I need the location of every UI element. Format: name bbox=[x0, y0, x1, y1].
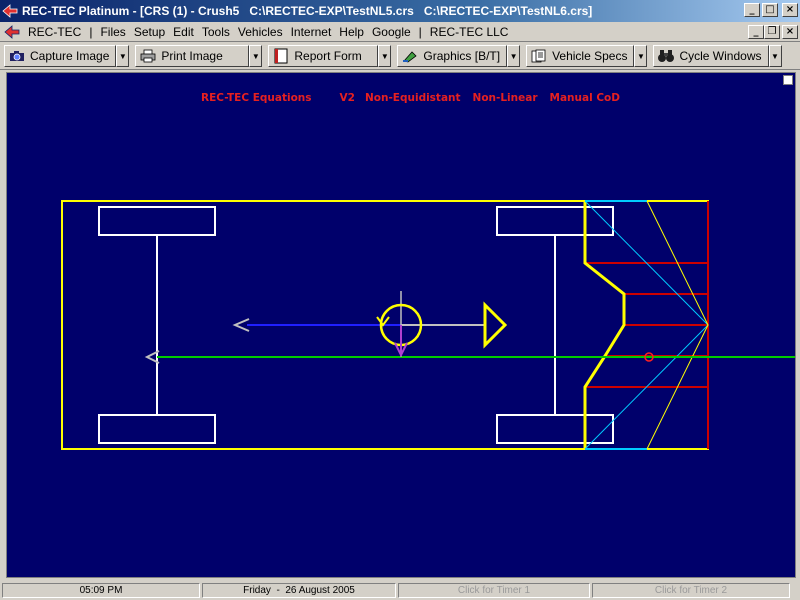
graphics-dropdown[interactable]: ▼ bbox=[507, 45, 521, 67]
crush-diag-yellow-1 bbox=[646, 200, 709, 326]
cod-label: Manual CoD bbox=[549, 92, 620, 104]
menu-google[interactable]: Google bbox=[371, 24, 411, 39]
equations-header: REC-TEC Equations V2 Non-Equidistant Non… bbox=[201, 92, 648, 104]
menu-tools[interactable]: Tools bbox=[201, 24, 230, 39]
rectec-menu-icon[interactable] bbox=[4, 24, 20, 40]
print-image-button[interactable]: Print Image bbox=[135, 45, 250, 67]
cycle-windows-button[interactable]: Cycle Windows bbox=[653, 45, 769, 67]
menu-bar: REC-TEC | Files Setup Edit Tools Vehicle… bbox=[0, 22, 800, 42]
specs-icon bbox=[530, 48, 548, 64]
capture-image-label: Capture Image bbox=[30, 49, 110, 63]
maximize-button[interactable]: □ bbox=[762, 3, 778, 17]
report-icon bbox=[272, 48, 290, 64]
menu-separator: | bbox=[89, 24, 93, 39]
impact-point bbox=[644, 352, 654, 362]
capture-image-dropdown[interactable]: ▼ bbox=[116, 45, 130, 67]
vehicle-diagram bbox=[61, 200, 795, 450]
crush-diagram-canvas[interactable]: REC-TEC Equations V2 Non-Equidistant Non… bbox=[6, 72, 796, 578]
timer-1-button[interactable]: Click for Timer 1 bbox=[398, 583, 590, 598]
menu-internet[interactable]: Internet bbox=[290, 24, 332, 39]
velocity-arrow-head bbox=[232, 318, 250, 332]
capture-image-button[interactable]: Capture Image bbox=[4, 45, 117, 67]
printer-icon bbox=[139, 48, 157, 64]
menu-rectec[interactable]: REC-TEC bbox=[28, 24, 82, 39]
child-close-button[interactable]: × bbox=[782, 25, 798, 39]
window-title: REC-TEC Platinum - [CRS (1) - Crush5 C:\… bbox=[22, 4, 593, 18]
report-form-button[interactable]: Report Form bbox=[268, 45, 379, 67]
crush-profile bbox=[583, 201, 626, 449]
cycle-windows-label: Cycle Windows bbox=[679, 49, 762, 63]
binoculars-icon bbox=[657, 48, 675, 64]
menu-setup[interactable]: Setup bbox=[133, 24, 166, 39]
graphics-button[interactable]: Graphics [B/T] bbox=[397, 45, 508, 67]
vehicle-specs-dropdown[interactable]: ▼ bbox=[634, 45, 648, 67]
cg-lateral-arrow bbox=[394, 342, 408, 358]
menu-edit[interactable]: Edit bbox=[173, 24, 194, 39]
canvas-corner-box[interactable] bbox=[783, 75, 793, 85]
graphics-icon bbox=[401, 48, 419, 64]
crush-diag-yellow-2 bbox=[646, 324, 709, 450]
rear-left-wheel bbox=[98, 206, 216, 236]
menu-separator: | bbox=[418, 24, 422, 39]
center-arrow-head bbox=[144, 350, 160, 364]
status-date: Friday - 26 August 2005 bbox=[202, 583, 396, 598]
graphics-label: Graphics [B/T] bbox=[423, 49, 501, 63]
cycle-windows-dropdown[interactable]: ▼ bbox=[768, 45, 782, 67]
force-arrow-head bbox=[483, 301, 508, 349]
menu-files[interactable]: Files bbox=[100, 24, 126, 39]
menu-help[interactable]: Help bbox=[339, 24, 364, 39]
linearity-label: Non-Linear bbox=[472, 92, 538, 104]
status-bar: 05:09 PM Friday - 26 August 2005 Click f… bbox=[0, 581, 800, 600]
rectec-logo-icon bbox=[2, 3, 18, 19]
camera-icon bbox=[8, 48, 26, 64]
title-bar: REC-TEC Platinum - [CRS (1) - Crush5 C:\… bbox=[0, 0, 800, 22]
child-restore-button[interactable]: ❐ bbox=[764, 25, 780, 39]
rear-right-wheel bbox=[98, 414, 216, 444]
vehicle-specs-button[interactable]: Vehicle Specs bbox=[526, 45, 635, 67]
minimize-button[interactable]: _ bbox=[744, 3, 760, 17]
menu-rectec-llc[interactable]: REC-TEC LLC bbox=[429, 24, 509, 39]
menu-vehicles[interactable]: Vehicles bbox=[237, 24, 283, 39]
child-minimize-button[interactable]: _ bbox=[748, 25, 764, 39]
report-form-label: Report Form bbox=[294, 49, 362, 63]
cg-rotation-arrow bbox=[376, 316, 390, 327]
equations-label: REC-TEC Equations bbox=[201, 92, 312, 104]
timer-2-button[interactable]: Click for Timer 2 bbox=[592, 583, 790, 598]
toolbar: Capture Image ▼ Print Image ▼ Report For… bbox=[0, 43, 800, 70]
close-button[interactable]: × bbox=[782, 3, 798, 17]
spacing-label: Non-Equidistant bbox=[364, 92, 461, 104]
vehicle-specs-label: Vehicle Specs bbox=[552, 49, 628, 63]
version-label: V2 bbox=[339, 92, 355, 104]
status-time: 05:09 PM bbox=[2, 583, 200, 598]
print-image-label: Print Image bbox=[161, 49, 223, 63]
report-form-dropdown[interactable]: ▼ bbox=[378, 45, 392, 67]
print-image-dropdown[interactable]: ▼ bbox=[249, 45, 263, 67]
